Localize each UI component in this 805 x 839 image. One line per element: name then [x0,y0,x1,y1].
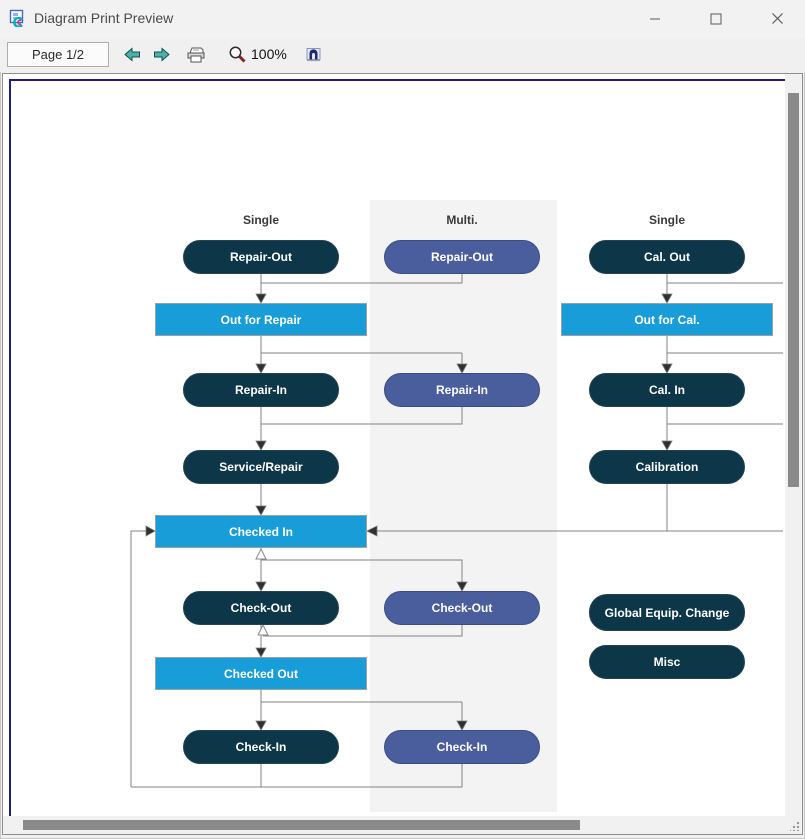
diagram-node-check-out-multi: Check-Out [384,591,540,625]
toolbar: Page 1/2 100% [0,38,805,72]
scrollbar-corner [785,816,802,833]
magnifier-icon [228,45,247,64]
diagram-node-misc: Misc [589,645,745,679]
zoom-button[interactable] [224,41,250,67]
zoom-level: 100% [251,46,287,62]
forward-arrow-icon [153,47,170,62]
column-header-0: Single [243,213,279,227]
preview-panel: Single Multi. Single [2,73,803,835]
diagram-node-check-in-multi: Check-In [384,730,540,764]
printer-icon [185,45,207,63]
column-header-1: Multi. [446,213,477,227]
vertical-scrollbar-thumb[interactable] [788,93,799,487]
diagram-node-global-equip-change: Global Equip. Change [589,594,745,631]
page-indicator-button[interactable]: Page 1/2 [7,42,109,67]
horizontal-scrollbar-thumb[interactable] [23,820,580,830]
diagram-node-check-in-single: Check-In [183,730,339,764]
window-title-bar: Diagram Print Preview [0,0,805,38]
diagram-node-checked-out: Checked Out [155,657,367,690]
minimize-icon [649,13,661,25]
resize-grip[interactable] [790,821,800,831]
maximize-button[interactable] [693,0,739,37]
column-header-2: Single [649,213,685,227]
app-icon [9,9,27,27]
vertical-scrollbar[interactable] [785,74,802,816]
horizontal-scrollbar[interactable] [3,816,785,833]
page: Single Multi. Single [3,74,785,816]
diagram-node-repair-in-single: Repair-In [183,373,339,407]
diagram-node-out-for-repair: Out for Repair [155,303,367,336]
close-icon [771,12,784,25]
back-arrow-icon [124,47,141,62]
maximize-icon [710,13,722,25]
diagram-node-repair-in-multi: Repair-In [384,373,540,407]
diagram-node-repair-out-single: Repair-Out [183,240,339,274]
diagram-node-cal-out: Cal. Out [589,240,745,274]
diagram-node-cal-in: Cal. In [589,373,745,407]
page-border [9,79,785,816]
page-viewport: Single Multi. Single [3,74,785,816]
diagram-node-repair-out-multi: Repair-Out [384,240,540,274]
print-setup-icon [305,46,323,63]
diagram-node-service-repair: Service/Repair [183,450,339,484]
close-button[interactable] [754,0,800,37]
next-page-button[interactable] [148,41,174,67]
diagram-node-out-for-cal: Out for Cal. [561,303,773,336]
window-title: Diagram Print Preview [34,10,173,26]
print-setup-button[interactable] [301,41,327,67]
print-button[interactable] [183,41,209,67]
diagram-node-calibration: Calibration [589,450,745,484]
minimize-button[interactable] [632,0,678,37]
diagram-node-check-out-single: Check-Out [183,591,339,625]
diagram-node-checked-in: Checked In [155,515,367,548]
prev-page-button[interactable] [119,41,145,67]
